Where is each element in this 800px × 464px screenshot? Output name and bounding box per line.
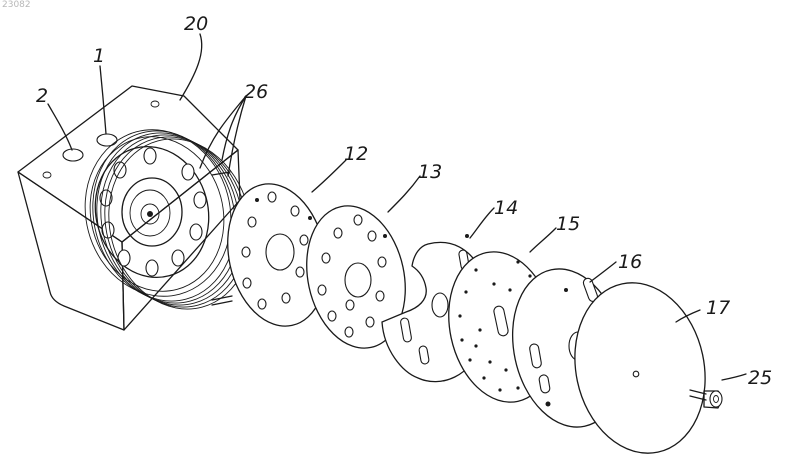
label-2: 2: [36, 85, 48, 107]
label-16: 16: [618, 251, 642, 273]
label-26: 26: [244, 81, 268, 103]
label-20: 20: [184, 13, 208, 35]
label-17: 17: [706, 297, 730, 319]
port-2-hole: [63, 149, 83, 161]
label-12: 12: [344, 143, 368, 165]
label-14: 14: [494, 197, 518, 219]
label-1: 1: [93, 45, 105, 67]
label-13: 13: [418, 161, 442, 183]
port-1-hole: [97, 134, 117, 146]
label-15: 15: [556, 213, 580, 235]
label-25: 25: [748, 367, 772, 389]
